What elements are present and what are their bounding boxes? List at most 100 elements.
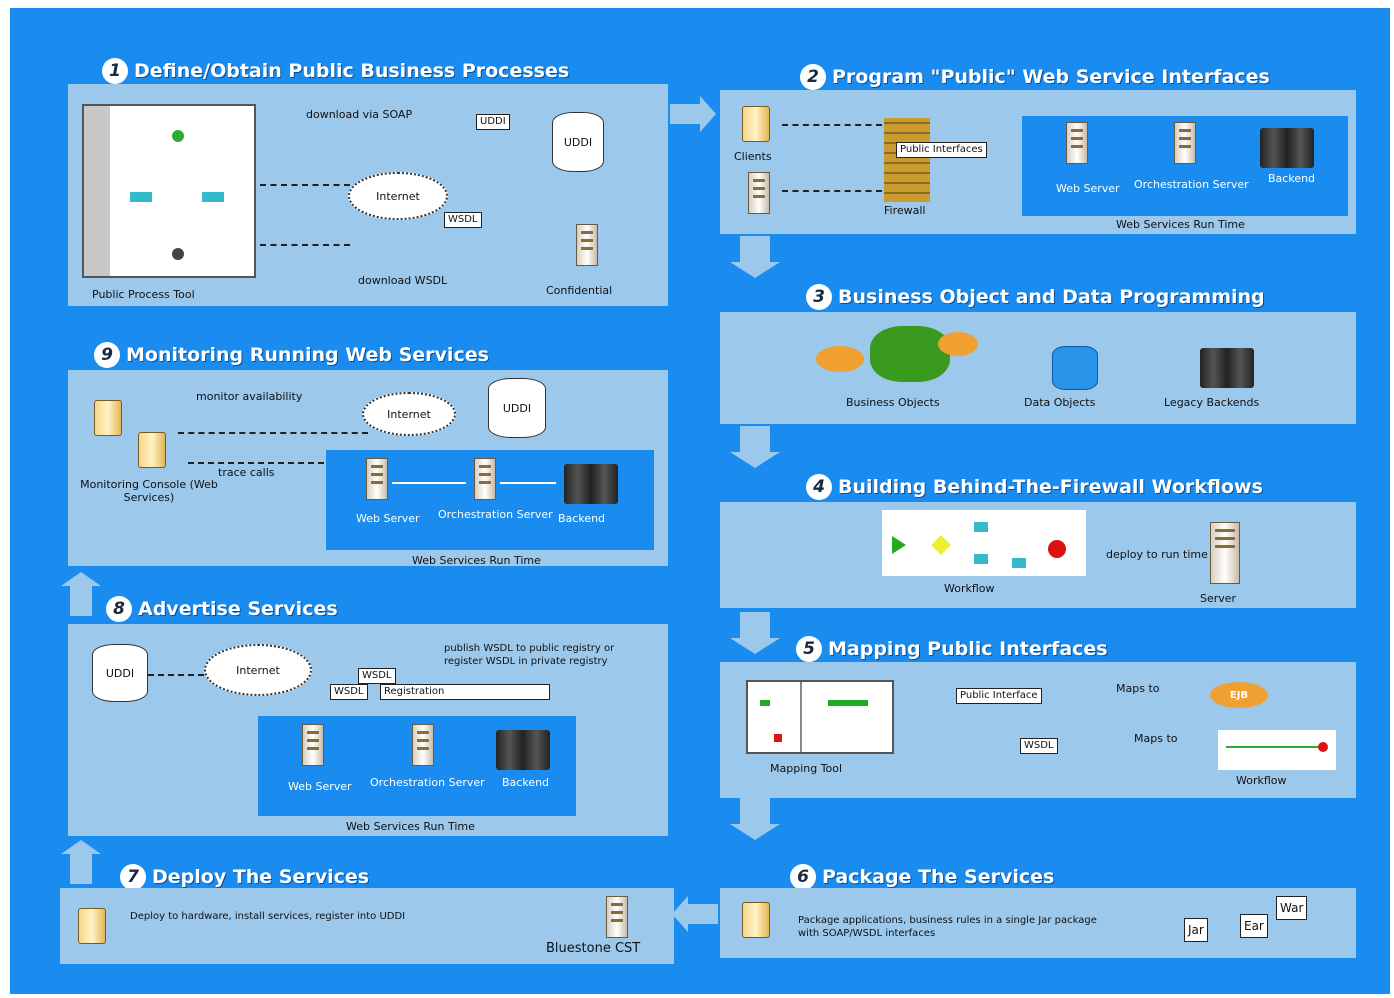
mapping-tool-label: Mapping Tool <box>770 762 843 775</box>
deploy-description: Deploy to hardware, install services, re… <box>130 911 406 922</box>
step-number: 3 <box>806 284 832 310</box>
public-interface-box: Public Interface <box>956 688 1042 704</box>
jar-box: Jar <box>1184 918 1208 942</box>
monitor-availability-note: monitor availability <box>196 390 303 403</box>
step-number: 7 <box>120 864 146 890</box>
step-7-panel: Deploy to hardware, install services, re… <box>60 888 674 964</box>
wsdl-box: WSDL <box>1020 738 1058 754</box>
dashed-connector <box>782 124 882 126</box>
package-description: Package applications, business rules in … <box>798 915 1097 939</box>
wsdl-box: WSDL <box>330 684 368 700</box>
step-number: 8 <box>106 596 132 622</box>
flow-arrow-down <box>730 612 780 654</box>
step-1-header: 1 Define/Obtain Public Business Processe… <box>102 58 569 84</box>
web-server-label: Web Server <box>1056 182 1120 195</box>
runtime-tier-label: Web Services Run Time <box>346 820 475 833</box>
step-title: Define/Obtain Public Business Processes <box>134 60 570 82</box>
flow-arrow-down <box>730 798 780 840</box>
backend-label: Backend <box>1268 172 1316 185</box>
step-3-panel: Business Objects Data Objects Legacy Bac… <box>720 312 1356 424</box>
orchestration-server-label: Orchestration Server <box>1134 178 1249 191</box>
dashed-connector <box>178 432 368 434</box>
workflow-label: Workflow <box>944 582 995 595</box>
monitor-scroll-icon <box>138 432 166 468</box>
step-title: Program "Public" Web Service Interfaces <box>832 66 1270 88</box>
maps-to-label: Maps to <box>1116 682 1160 695</box>
orchestration-server-icon <box>412 724 434 766</box>
backend-server-icon <box>564 464 618 504</box>
download-wsdl-note: download WSDL <box>358 274 448 287</box>
web-server-icon <box>366 458 388 500</box>
diagram-canvas: 1 Define/Obtain Public Business Processe… <box>10 8 1390 994</box>
uddi-box: UDDI <box>476 114 510 130</box>
step-number: 2 <box>800 64 826 90</box>
web-server-icon <box>1066 122 1088 164</box>
connector-line <box>392 482 466 484</box>
package-scroll-icon <box>742 902 770 938</box>
step-5-panel: Mapping Tool Public Interface Maps to EJ… <box>720 662 1356 798</box>
step-8-header: 8 Advertise Services <box>106 596 338 622</box>
uddi-database: UDDI <box>552 112 604 172</box>
uddi-database: UDDI <box>488 378 546 438</box>
step-4-panel: Workflow deploy to run time Server <box>720 502 1356 608</box>
bluestone-server-icon <box>606 896 628 938</box>
step-5-header: 5 Mapping Public Interfaces <box>796 636 1108 662</box>
step-2-header: 2 Program "Public" Web Service Interface… <box>800 64 1270 90</box>
runtime-tier-label: Web Services Run Time <box>412 554 541 567</box>
workflow-thumbnail <box>1218 730 1336 770</box>
step-7-header: 7 Deploy The Services <box>120 864 369 890</box>
flow-arrow-left <box>672 896 718 932</box>
confidential-server-icon <box>576 224 598 266</box>
step-title: Mapping Public Interfaces <box>828 638 1108 660</box>
flow-arrow-up <box>61 572 101 616</box>
internet-cloud: Internet <box>348 172 448 220</box>
flow-arrow-down <box>730 236 780 278</box>
server-label: Server <box>1200 592 1237 605</box>
flow-arrow-down <box>730 426 780 468</box>
step-title: Business Object and Data Programming <box>838 286 1265 308</box>
deploy-note: deploy to run time <box>1106 548 1208 561</box>
step-title: Building Behind-The-Firewall Workflows <box>838 476 1263 498</box>
runtime-tier-label: Web Services Run Time <box>1116 218 1245 231</box>
legacy-backend-icon <box>1200 348 1254 388</box>
backend-label: Backend <box>502 776 550 789</box>
orchestration-server-icon <box>474 458 496 500</box>
step-title: Deploy The Services <box>152 866 370 888</box>
download-soap-note: download via SOAP <box>306 108 413 121</box>
ear-box: Ear <box>1240 914 1268 938</box>
dashed-connector <box>260 184 350 186</box>
dashed-connector <box>148 674 204 676</box>
web-server-label: Web Server <box>356 512 420 525</box>
publish-note: publish WSDL to public registry or regis… <box>444 643 615 667</box>
business-objects-label: Business Objects <box>846 396 940 409</box>
connector-line <box>500 482 556 484</box>
step-number: 5 <box>796 636 822 662</box>
confidential-label: Confidential <box>546 284 613 297</box>
step-1-panel: Public Process Tool download via SOAP UD… <box>68 84 668 306</box>
step-2-panel: Clients Firewall Public Interfaces Web S… <box>720 90 1356 234</box>
backend-server-icon <box>1260 128 1314 168</box>
step-9-header: 9 Monitoring Running Web Services <box>94 342 489 368</box>
orchestration-server-label: Orchestration Server <box>370 776 485 789</box>
step-6-header: 6 Package The Services <box>790 864 1054 890</box>
runtime-tier: Web Server Orchestration Server Backend <box>258 716 576 816</box>
firewall-icon <box>884 118 930 202</box>
wsdl-box: WSDL <box>444 212 482 228</box>
business-objects-icon <box>870 326 950 382</box>
maps-to-label: Maps to <box>1134 732 1178 745</box>
process-tool-screenshot <box>82 104 256 278</box>
step-title: Advertise Services <box>138 598 338 620</box>
uddi-database: UDDI <box>92 644 148 702</box>
step-9-panel: Monitoring Console (Web Services) monito… <box>68 370 668 567</box>
deploy-scroll-icon <box>78 908 106 944</box>
mapping-tool-screenshot <box>746 680 894 754</box>
web-server-icon <box>302 724 324 766</box>
workflow-diagram <box>882 510 1086 576</box>
dashed-connector <box>260 244 350 246</box>
step-number: 1 <box>102 58 128 84</box>
step-number: 4 <box>806 474 832 500</box>
legacy-backends-label: Legacy Backends <box>1164 396 1260 409</box>
data-objects-icon <box>1052 346 1098 390</box>
trace-calls-note: trace calls <box>218 466 275 479</box>
client-scroll-icon <box>742 106 770 142</box>
